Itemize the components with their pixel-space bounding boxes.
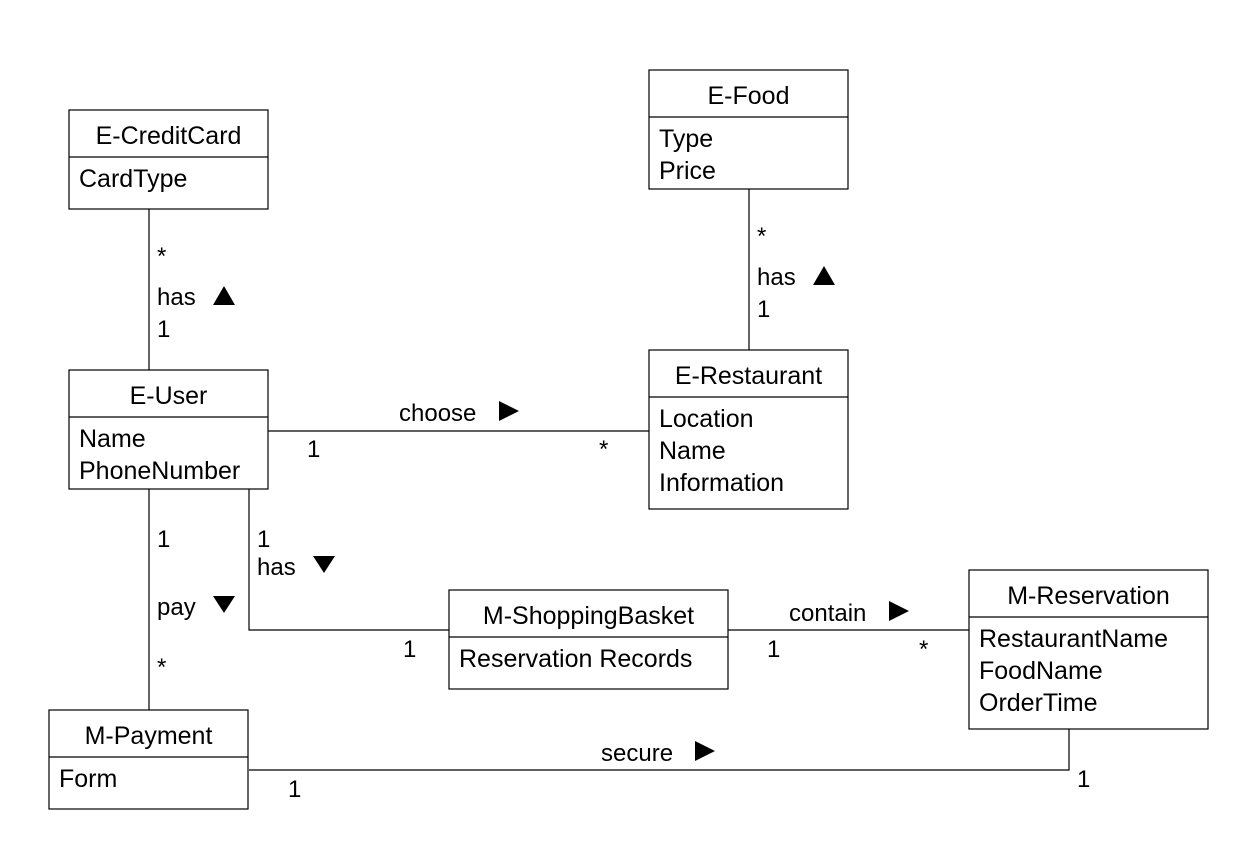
association-label: has bbox=[257, 554, 296, 581]
class-name: M-Reservation bbox=[1007, 582, 1170, 610]
class-e-user[interactable]: E-User Name PhoneNumber bbox=[68, 369, 269, 490]
class-attribute: Price bbox=[659, 157, 716, 185]
class-name: E-Restaurant bbox=[675, 362, 822, 390]
association-user-pay-payment: 1 pay * bbox=[157, 526, 235, 681]
multiplicity-payment: 1 bbox=[288, 776, 301, 803]
class-attribute: FoodName bbox=[979, 657, 1103, 685]
class-attribute: Name bbox=[659, 437, 726, 465]
class-m-payment[interactable]: M-Payment Form bbox=[48, 709, 249, 810]
association-label: contain bbox=[789, 600, 866, 627]
association-label: pay bbox=[157, 594, 196, 621]
association-payment-secure-reservation: secure 1 1 bbox=[288, 740, 1090, 803]
multiplicity-basket: 1 bbox=[403, 636, 416, 663]
multiplicity-user: 1 bbox=[157, 316, 170, 343]
class-m-shoppingbasket[interactable]: M-ShoppingBasket Reservation Records bbox=[448, 589, 729, 690]
multiplicity-basket: 1 bbox=[767, 636, 780, 663]
association-line-user-basket bbox=[248, 489, 449, 631]
multiplicity-creditcard: * bbox=[157, 243, 166, 270]
multiplicity-user: 1 bbox=[307, 436, 320, 463]
class-name: M-Payment bbox=[85, 722, 213, 750]
class-attribute: Location bbox=[659, 405, 754, 433]
multiplicity-payment: * bbox=[157, 654, 166, 681]
multiplicity-reservation: * bbox=[919, 636, 928, 663]
class-attribute: Information bbox=[659, 469, 784, 497]
triangle-right-icon bbox=[889, 601, 909, 621]
class-m-reservation[interactable]: M-Reservation RestaurantName FoodName Or… bbox=[968, 569, 1209, 730]
class-attribute: Form bbox=[59, 765, 117, 793]
class-attribute: Name bbox=[79, 425, 146, 453]
association-label: secure bbox=[601, 740, 673, 767]
class-attribute: CardType bbox=[79, 165, 187, 193]
class-e-creditcard[interactable]: E-CreditCard CardType bbox=[68, 109, 269, 210]
class-e-restaurant[interactable]: E-Restaurant Location Name Information bbox=[648, 349, 849, 510]
multiplicity-reservation: 1 bbox=[1077, 766, 1090, 793]
association-user-choose-restaurant: choose 1 * bbox=[307, 400, 608, 463]
triangle-up-icon bbox=[213, 286, 235, 305]
association-basket-contain-reservation: contain 1 * bbox=[767, 600, 928, 663]
class-name: M-ShoppingBasket bbox=[483, 602, 694, 630]
class-attribute: PhoneNumber bbox=[79, 457, 240, 485]
association-label: choose bbox=[399, 400, 476, 427]
multiplicity-user: 1 bbox=[257, 526, 270, 553]
class-name: E-User bbox=[130, 382, 208, 410]
multiplicity-restaurant: 1 bbox=[757, 296, 770, 323]
association-label: has bbox=[157, 284, 196, 311]
class-attribute: OrderTime bbox=[979, 689, 1098, 717]
multiplicity-food: * bbox=[757, 223, 766, 250]
association-user-has-creditcard: * has 1 bbox=[157, 243, 235, 343]
multiplicity-restaurant: * bbox=[599, 436, 608, 463]
class-name: E-CreditCard bbox=[96, 122, 242, 150]
association-label: has bbox=[757, 264, 796, 291]
triangle-down-icon bbox=[313, 556, 335, 573]
class-attribute: Reservation Records bbox=[459, 645, 692, 673]
triangle-right-icon bbox=[499, 401, 519, 421]
class-name: E-Food bbox=[708, 82, 790, 110]
association-restaurant-has-food: * has 1 bbox=[757, 223, 835, 323]
class-attribute: Type bbox=[659, 125, 713, 153]
triangle-down-icon bbox=[213, 596, 235, 613]
class-e-food[interactable]: E-Food Type Price bbox=[648, 69, 849, 190]
multiplicity-user: 1 bbox=[157, 526, 170, 553]
class-attribute: RestaurantName bbox=[979, 625, 1168, 653]
association-line-payment-reservation bbox=[249, 729, 1070, 771]
association-user-has-basket: 1 has 1 bbox=[257, 526, 416, 663]
triangle-up-icon bbox=[813, 266, 835, 285]
triangle-right-icon bbox=[695, 741, 715, 761]
